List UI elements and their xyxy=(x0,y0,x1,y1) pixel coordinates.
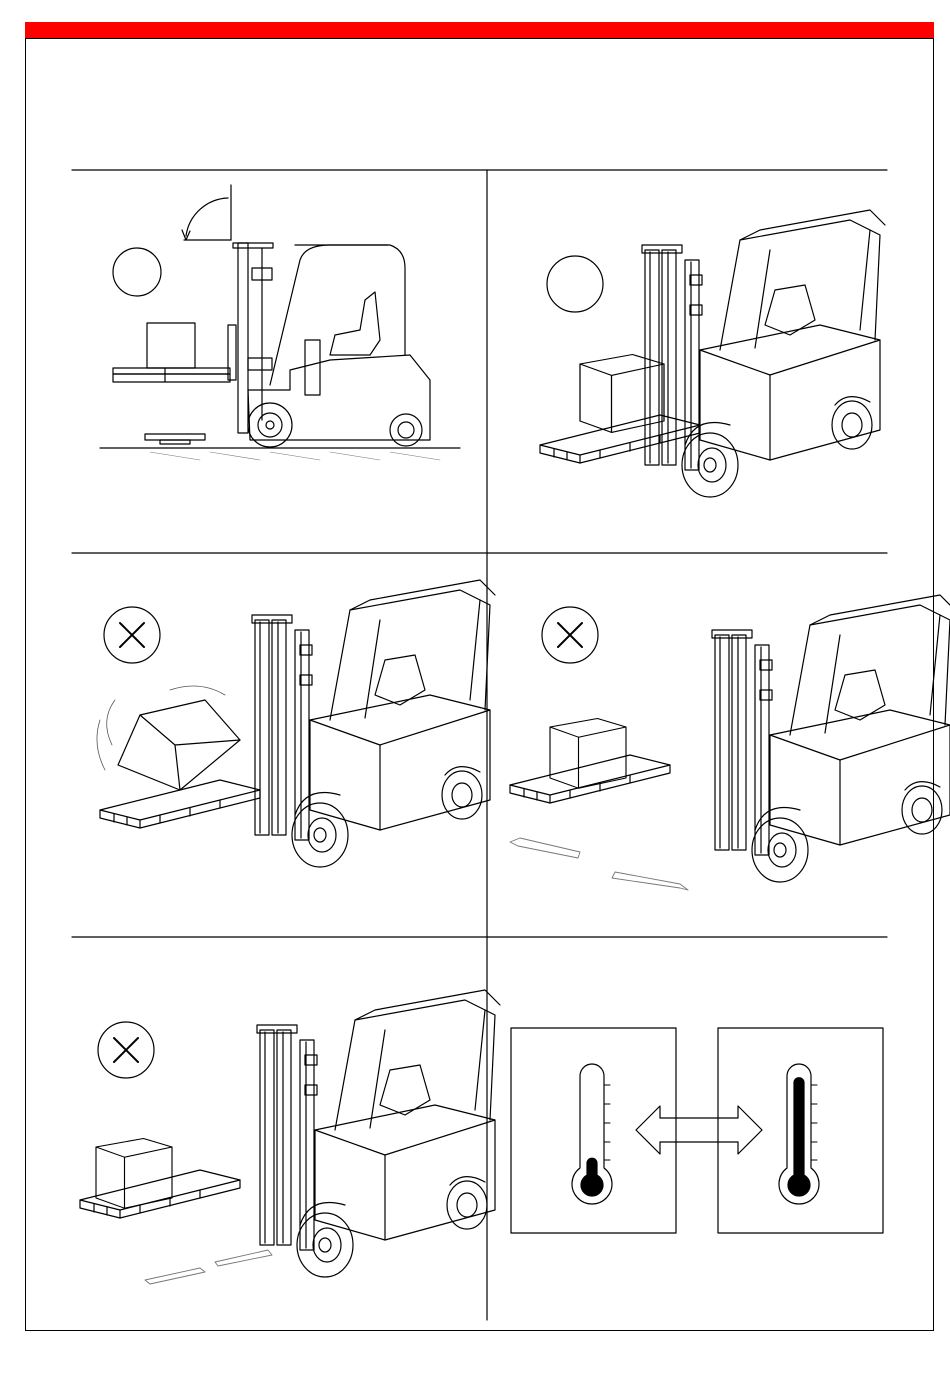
panel-grid xyxy=(72,170,887,1320)
panel-3-tipping-load xyxy=(97,580,495,867)
panel-5-prohibited-icon xyxy=(98,1022,154,1078)
panel-1-symbol-circle xyxy=(113,248,161,296)
panel-2-symbol-circle xyxy=(547,256,603,312)
panel-6-temperature-range xyxy=(511,1028,883,1233)
double-arrow-icon xyxy=(636,1106,762,1154)
panel-2-front-view xyxy=(540,210,885,497)
thermometer-low-icon xyxy=(572,1064,612,1204)
thermometer-high-icon xyxy=(779,1064,819,1204)
panel-4-prohibited-icon xyxy=(542,607,598,663)
panel-3-prohibited-icon xyxy=(104,607,160,663)
panel-1-side-view xyxy=(100,185,460,460)
low-temperature-box xyxy=(511,1028,676,1233)
panel-4-sideways-movement xyxy=(510,595,950,890)
panel-5-load-too-far xyxy=(80,990,500,1284)
